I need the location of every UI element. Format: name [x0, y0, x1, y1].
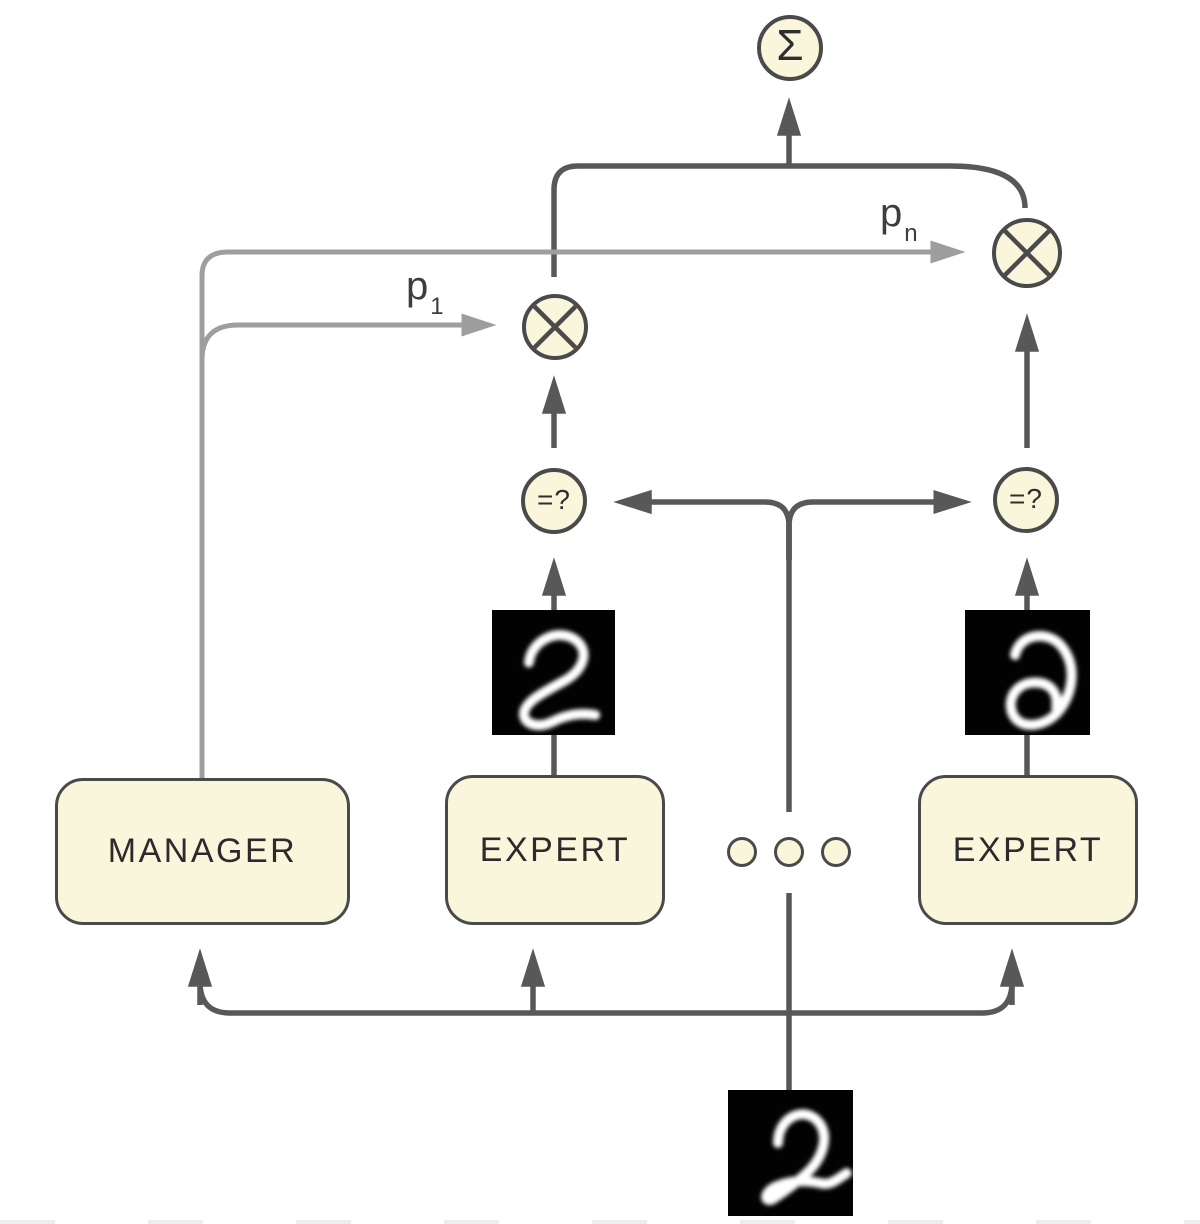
p1-subscript: 1: [430, 293, 444, 320]
ellipsis-dot: [774, 837, 804, 867]
gray-wires: [199, 240, 966, 778]
multiply-icon: [1003, 229, 1051, 277]
compare-node-left: =?: [521, 468, 587, 534]
wire-gate-pn: [199, 240, 966, 778]
expert-box-left: EXPERT: [445, 775, 665, 925]
equals-question-label: =?: [1009, 483, 1043, 514]
expert-label: EXPERT: [952, 830, 1104, 869]
pn-base: p: [880, 191, 903, 235]
multiply-node-left: [522, 294, 588, 360]
digit-image-bottom: [728, 1090, 853, 1216]
wire-split-right: [786, 489, 972, 560]
ellipsis-dot: [727, 837, 757, 867]
manager-box: MANAGER: [55, 778, 350, 925]
pn-subscript: n: [904, 220, 918, 247]
sigma-icon: Σ: [776, 21, 804, 70]
digit-image-left: [492, 610, 615, 735]
sum-node: Σ: [757, 15, 823, 81]
wire-input-bus: [197, 981, 1015, 1016]
p1-base: p: [406, 264, 429, 308]
manager-label: MANAGER: [107, 832, 298, 870]
gate-label-pn: pn: [880, 191, 918, 246]
ellipsis-dot: [821, 837, 851, 867]
wire-split-left: [613, 489, 792, 560]
digit-image-right: [965, 610, 1090, 735]
compare-node-right: =?: [993, 467, 1059, 533]
expert-box-right: EXPERT: [918, 775, 1138, 925]
multiply-icon: [532, 304, 578, 350]
wire-gate-p1: [199, 313, 497, 361]
page-edge-dashes: [0, 1220, 1200, 1224]
wire-top-combiner: [551, 163, 1028, 277]
gate-label-p1: p1: [406, 264, 444, 319]
equals-question-label: =?: [537, 484, 571, 515]
expert-label: EXPERT: [479, 830, 631, 869]
multiply-node-right: [992, 218, 1062, 288]
dark-wires: [187, 97, 1040, 1095]
